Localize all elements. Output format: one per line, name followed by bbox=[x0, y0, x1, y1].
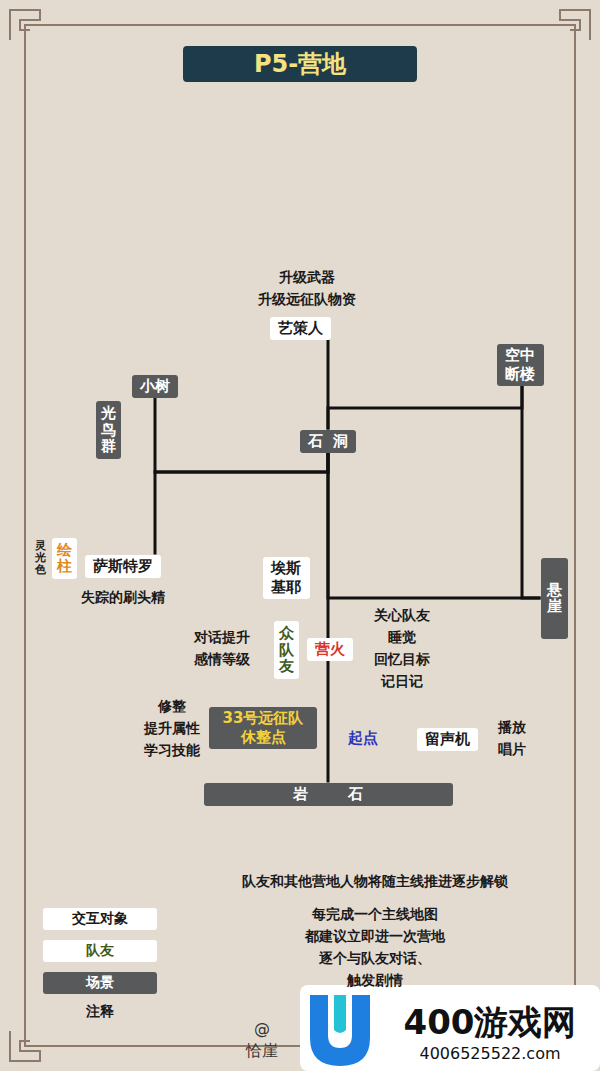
teammate-box: 绘柱 bbox=[52, 538, 77, 579]
node-label: 33号远征队休整点 bbox=[217, 709, 309, 747]
scene-box: 空中断楼 bbox=[497, 344, 544, 386]
corner-fret bbox=[560, 10, 590, 40]
node-label: 绘柱 bbox=[57, 542, 72, 575]
teammate-box: 众队友 bbox=[274, 621, 299, 679]
connector-line bbox=[328, 386, 522, 430]
logo-panel bbox=[300, 985, 600, 1071]
teammate-box: 埃斯基耶 bbox=[263, 557, 310, 599]
annotation-text: 失踪的刷头精 bbox=[81, 586, 165, 608]
scene-box: 光鸟群 bbox=[96, 401, 121, 459]
legend-item: 注释 bbox=[43, 1001, 157, 1023]
node-label: 悬崖 bbox=[547, 582, 562, 615]
legend-text: 场景 bbox=[86, 974, 114, 992]
annotation-text: 灵光色 bbox=[35, 540, 46, 576]
scene-box: 悬崖 bbox=[541, 558, 568, 639]
logo-icon bbox=[310, 995, 370, 1066]
scene-box: 小树 bbox=[132, 375, 178, 398]
corner-fret bbox=[10, 10, 40, 40]
node-label: 众队友 bbox=[279, 625, 294, 675]
legend-swatch: 交互对象 bbox=[43, 908, 157, 930]
annotation-text: 队友和其他营地人物将随主线推进逐步解锁 bbox=[242, 870, 508, 892]
connector-line bbox=[328, 453, 541, 599]
corner-fret bbox=[10, 1031, 40, 1061]
node-label: 艺策人 bbox=[278, 319, 323, 338]
annotation-text: 升级武器 升级远征队物资 bbox=[258, 266, 356, 310]
node-label: 萨斯特罗 bbox=[93, 557, 153, 576]
connector-line bbox=[155, 453, 328, 555]
annotation-text: 播放 唱片 bbox=[498, 716, 526, 760]
title-bar: P5-营地 bbox=[183, 46, 417, 82]
npc-box: 艺策人 bbox=[270, 317, 331, 340]
legend-text: 注释 bbox=[86, 1003, 114, 1021]
legend-swatch: 队友 bbox=[43, 940, 157, 962]
scene-band: 岩石 bbox=[204, 783, 453, 806]
node-label: 营火 bbox=[315, 640, 345, 659]
node-label: 光鸟群 bbox=[101, 405, 116, 455]
legend-text: 队友 bbox=[86, 942, 114, 960]
annotation-text: 起点 bbox=[348, 727, 378, 749]
rest-point-box: 33号远征队休整点 bbox=[209, 707, 317, 749]
watermark: @恰崖 bbox=[246, 1018, 278, 1062]
logo-icon-accent bbox=[334, 995, 346, 1033]
legend-text: 交互对象 bbox=[72, 910, 128, 928]
watermark: 400游戏网 bbox=[404, 1002, 577, 1043]
node-label: 小树 bbox=[140, 377, 170, 396]
interact-box: 营火 bbox=[307, 638, 353, 661]
title-text: P5-营地 bbox=[254, 48, 346, 80]
node-label: 空中断楼 bbox=[505, 346, 536, 384]
connector-line bbox=[522, 386, 541, 598]
node-label: 埃斯基耶 bbox=[271, 559, 302, 597]
annotation-text: 关心队友 睡觉 回忆目标 记日记 bbox=[374, 604, 430, 692]
legend-swatch: 场景 bbox=[43, 972, 157, 994]
npc-box: 萨斯特罗 bbox=[85, 555, 161, 578]
annotation-text: 修整 提升属性 学习技能 bbox=[144, 695, 200, 761]
watermark: 4006525522.com bbox=[419, 1043, 560, 1065]
node-label: 石洞 bbox=[308, 432, 358, 451]
node-label: 岩石 bbox=[212, 785, 485, 804]
annotation-text: 对话提升 感情等级 bbox=[194, 626, 250, 670]
interact-box: 留声机 bbox=[417, 728, 478, 751]
annotation-text: 每完成一个主线地图 都建议立即进一次营地 逐个与队友对话、触发剧情 bbox=[305, 903, 445, 991]
node-label: 留声机 bbox=[425, 730, 470, 749]
corner-ornaments bbox=[10, 10, 590, 1061]
scene-box: 石洞 bbox=[300, 430, 356, 453]
border-line bbox=[25, 25, 575, 1046]
